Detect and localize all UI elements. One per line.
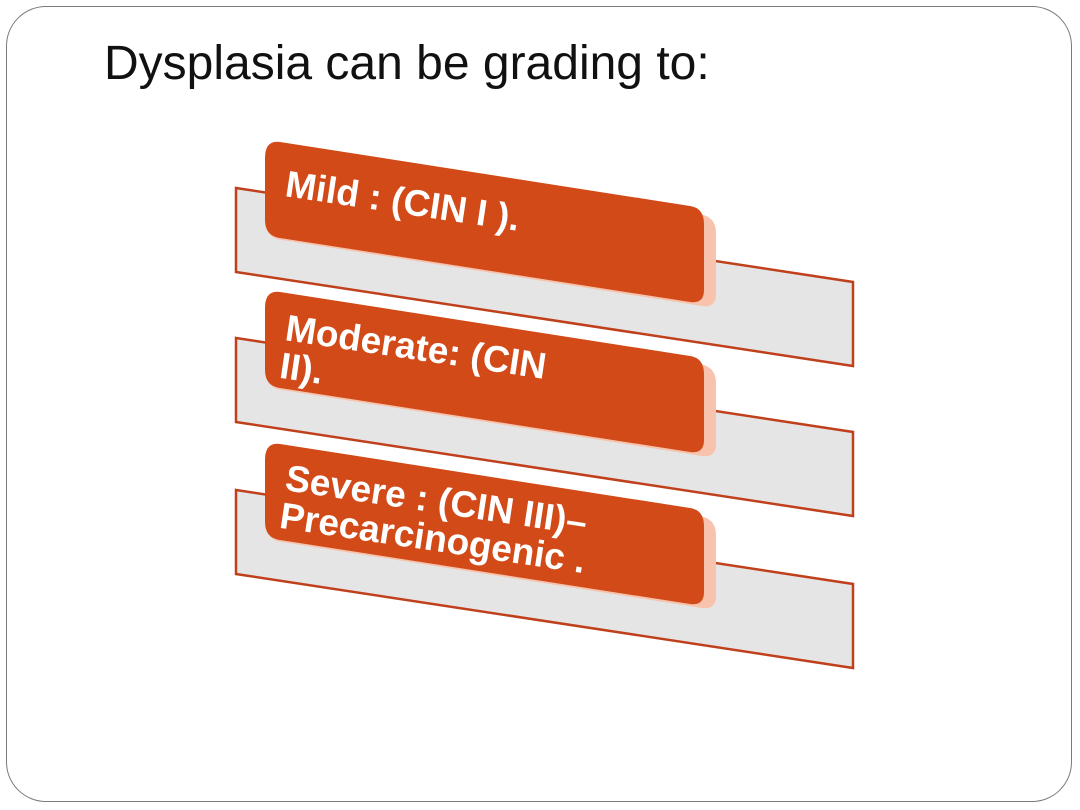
grade-severe-card-face xyxy=(265,443,704,605)
grade-moderate-card-face xyxy=(265,291,704,453)
grade-moderate-line-2: II). xyxy=(277,345,326,392)
grade-mild-card-face xyxy=(265,141,704,303)
slide-title: Dysplasia can be grading to: xyxy=(104,37,710,90)
grade-item-mild: Mild : (CIN I ). xyxy=(234,141,855,368)
grade-item-moderate: Moderate: (CIN II). xyxy=(234,291,855,518)
